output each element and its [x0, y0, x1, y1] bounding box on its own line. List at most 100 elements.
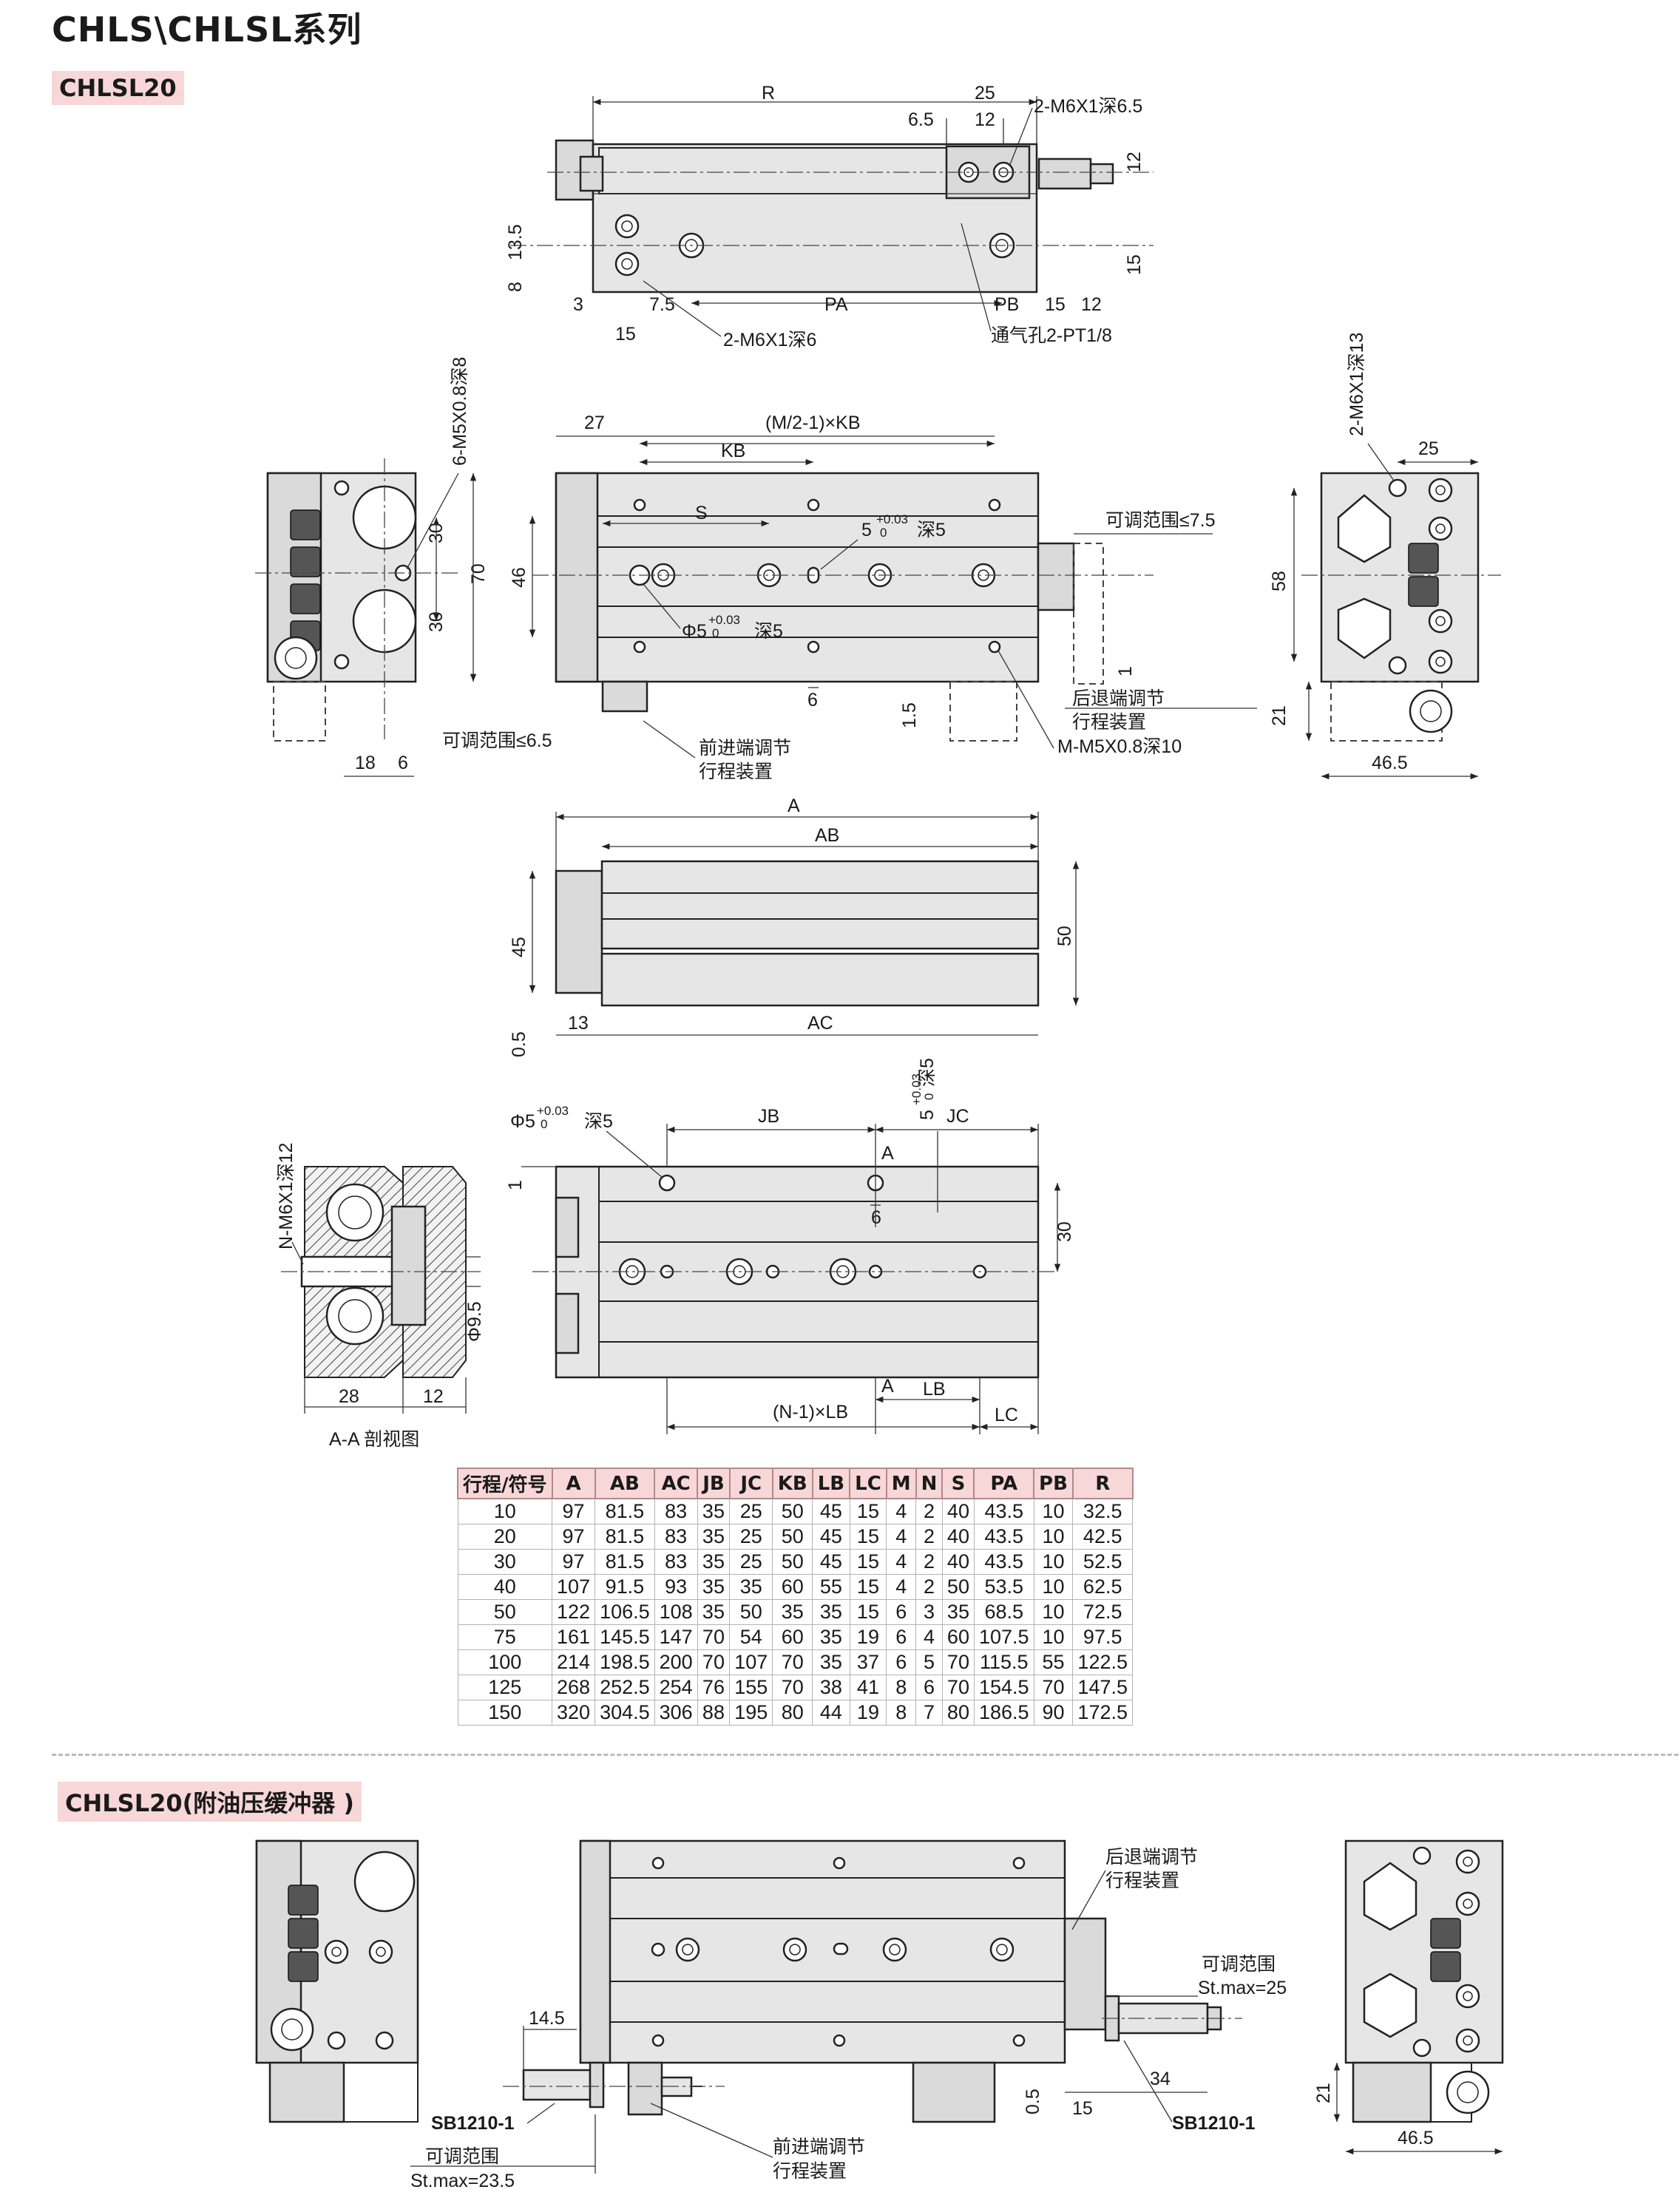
table-cell: 2 — [915, 1574, 943, 1600]
shock-adj-left-2: St.max=23.5 — [410, 2171, 515, 2191]
dim-12a: 12 — [975, 109, 995, 130]
pin-5-tol-low: 0 — [880, 526, 887, 540]
dim-58: 58 — [1269, 571, 1290, 591]
table-header-cell: A — [551, 1468, 596, 1499]
table-header-cell: AB — [594, 1468, 656, 1499]
table-cell: 97 — [551, 1549, 596, 1575]
table-cell: 107 — [729, 1649, 773, 1675]
table-cell: 70 — [941, 1675, 975, 1700]
bottom-pin-5: 5 — [917, 1110, 938, 1120]
table-cell: 40 — [941, 1524, 975, 1550]
dim-8: 8 — [505, 282, 526, 292]
table-cell: 15 — [849, 1574, 887, 1600]
table-cell: 43.5 — [973, 1498, 1034, 1524]
dim-15r: 15 — [1124, 254, 1145, 275]
table-cell: 55 — [812, 1574, 850, 1600]
section-marker-a-top: A — [881, 1143, 894, 1164]
table-cell: 40 — [941, 1498, 975, 1524]
front-adjust-1: 前进端调节 — [699, 738, 791, 759]
dim-27: 27 — [584, 413, 605, 433]
table-cell: 200 — [654, 1649, 698, 1675]
dim-adj-6-5: 可调范围≤6.5 — [442, 730, 552, 751]
table-cell: 35 — [812, 1599, 850, 1625]
table-cell: 35 — [729, 1574, 773, 1600]
table-cell: 10 — [1033, 1498, 1074, 1524]
table-cell: 68.5 — [973, 1599, 1034, 1625]
table-header-cell: 行程/符号 — [457, 1468, 553, 1499]
dim-46-5: 46.5 — [1372, 753, 1408, 773]
table-cell: 81.5 — [595, 1549, 655, 1575]
dim-6-bottom: 6 — [871, 1207, 881, 1228]
table-cell: 4 — [886, 1574, 917, 1600]
table-cell: 125 — [457, 1675, 552, 1700]
pin-5-depth: 深5 — [917, 520, 946, 540]
table-cell: 81.5 — [595, 1498, 655, 1524]
dim-45: 45 — [509, 937, 529, 957]
table-cell: 8 — [886, 1700, 917, 1726]
table-cell: 25 — [729, 1524, 773, 1550]
dim-phi-9-5: Φ9.5 — [464, 1301, 485, 1342]
table-cell: 40 — [457, 1574, 552, 1600]
table-cell: 50 — [941, 1574, 975, 1600]
table-cell: 2 — [915, 1498, 943, 1524]
dim-JC: JC — [946, 1106, 969, 1127]
table-cell: 72.5 — [1072, 1599, 1133, 1625]
table-cell: 100 — [457, 1649, 552, 1675]
table-cell: 37 — [849, 1649, 887, 1675]
table-cell: 44 — [812, 1700, 850, 1726]
table-cell: 15 — [849, 1549, 887, 1575]
table-cell: 42.5 — [1072, 1524, 1133, 1550]
shock-left-end-view — [255, 1839, 419, 2123]
table-cell: 19 — [849, 1700, 887, 1726]
table-cell: 30 — [457, 1549, 552, 1575]
table-header-cell: PA — [973, 1468, 1035, 1499]
table-cell: 147.5 — [1072, 1675, 1133, 1700]
table-cell: 10 — [1033, 1624, 1074, 1650]
table-cell: 6 — [886, 1624, 917, 1650]
table-cell: 50 — [772, 1524, 813, 1550]
shock-dim-14-5: 14.5 — [529, 2008, 565, 2029]
table-header-cell: PB — [1033, 1468, 1074, 1499]
table-cell: 150 — [457, 1700, 552, 1726]
dim-70: 70 — [468, 563, 489, 584]
table-cell: 115.5 — [973, 1649, 1034, 1675]
dim-7-5: 7.5 — [649, 294, 675, 315]
table-cell: 62.5 — [1072, 1574, 1133, 1600]
shock-rear-adjust-2: 行程装置 — [1105, 1870, 1179, 1891]
table-cell: 35 — [697, 1599, 731, 1625]
table-cell: 195 — [729, 1700, 773, 1726]
table-cell: 76 — [697, 1675, 731, 1700]
table-cell: 147 — [654, 1624, 698, 1650]
table-header-cell: N — [915, 1468, 944, 1499]
dim-13-5: 13.5 — [505, 224, 526, 260]
table-cell: 75 — [457, 1624, 552, 1650]
table-cell: 81.5 — [595, 1524, 655, 1550]
table-cell: 186.5 — [973, 1700, 1034, 1726]
table-cell: 122.5 — [1072, 1649, 1133, 1675]
table-cell: 4 — [886, 1549, 917, 1575]
table-cell: 15 — [849, 1599, 887, 1625]
table-cell: 45 — [812, 1498, 850, 1524]
table-cell: 35 — [697, 1524, 731, 1550]
bottom-phi-tol-low: 0 — [541, 1117, 547, 1131]
shock-dim-34: 34 — [1150, 2069, 1171, 2089]
bottom-phi-depth: 深5 — [584, 1111, 613, 1132]
table-cell: 154.5 — [973, 1675, 1034, 1700]
table-cell: 93 — [654, 1574, 698, 1600]
rear-adjust-1: 后退端调节 — [1072, 688, 1165, 709]
table-header-cell: JB — [697, 1468, 731, 1499]
section-label-chlsl20: CHLSL20 — [52, 71, 184, 105]
table-cell: 7 — [915, 1700, 943, 1726]
table-header-cell: M — [885, 1468, 917, 1499]
dim-50: 50 — [1054, 926, 1075, 946]
dim-LB: LB — [923, 1379, 946, 1400]
table-cell: 50 — [772, 1498, 813, 1524]
dim-nlb: (N-1)×LB — [773, 1402, 848, 1422]
shock-model-left: SB1210-1 — [431, 2113, 515, 2134]
shock-adj-left-1: 可调范围 — [425, 2146, 499, 2167]
section-caption: A-A 剖视图 — [329, 1429, 419, 1450]
table-cell: 41 — [849, 1675, 887, 1700]
